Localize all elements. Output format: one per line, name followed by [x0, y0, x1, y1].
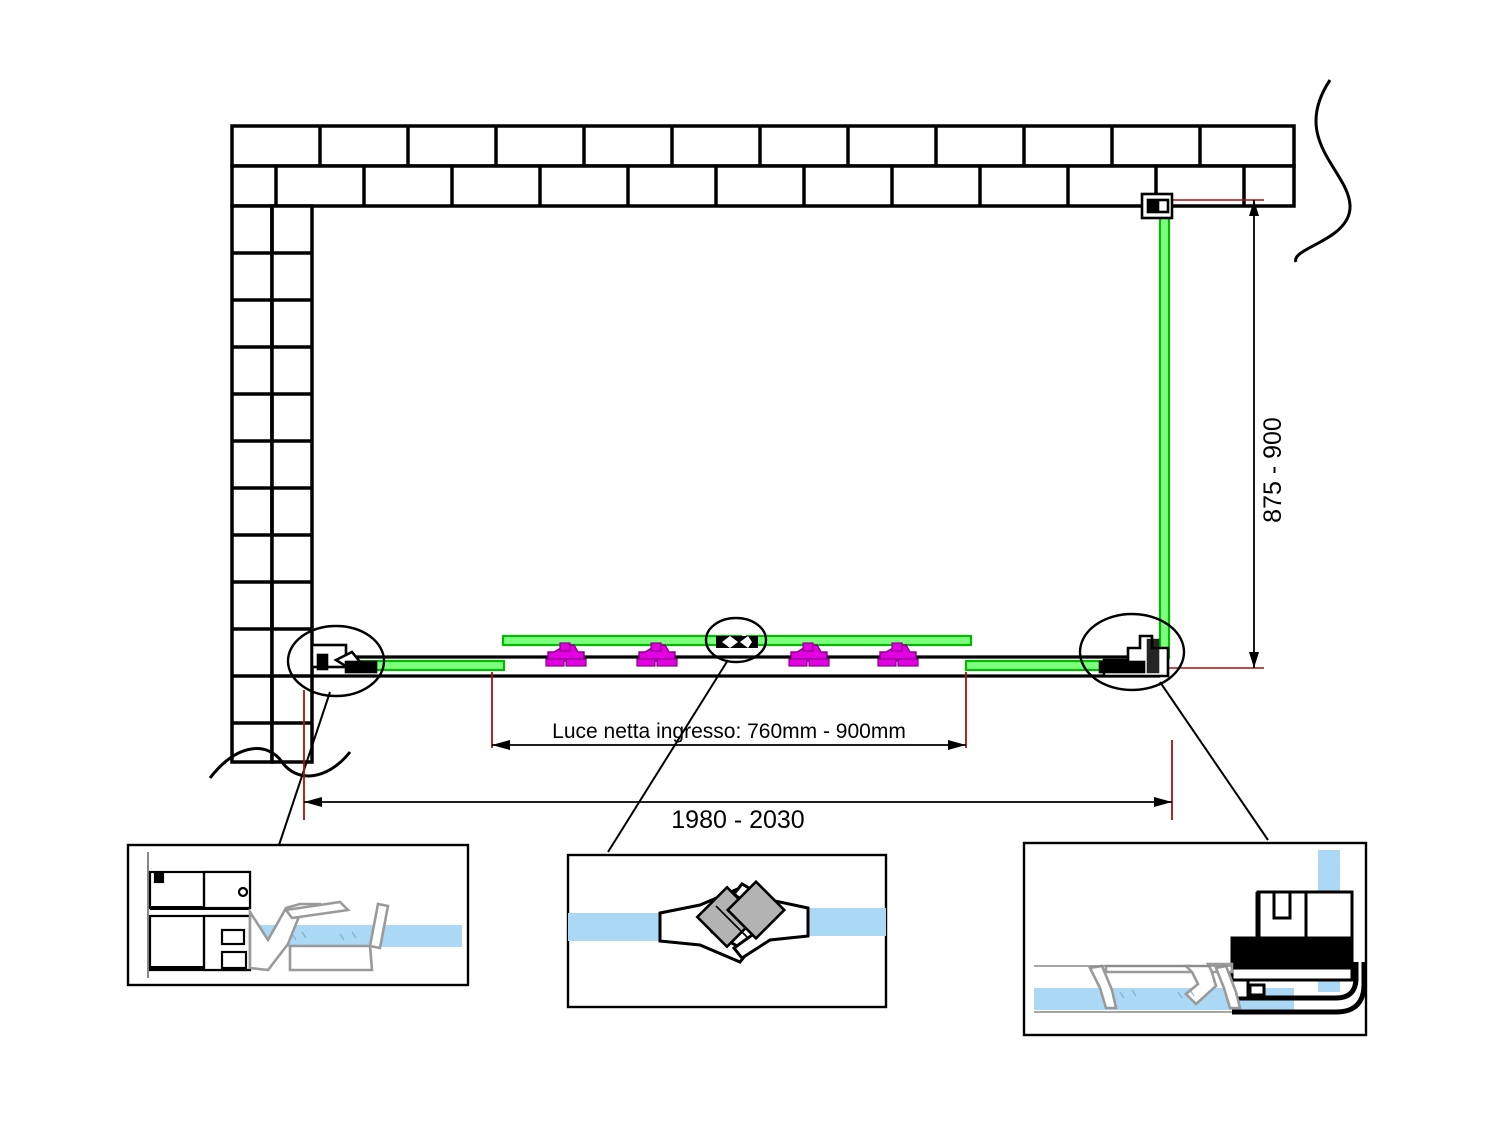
callout-ellipse-icon [1078, 612, 1186, 692]
sliding-track [312, 655, 1160, 678]
roller-clamp-icon [545, 642, 587, 667]
dimension-entry-clear-width-label: Luce netta ingresso: 760mm - 900mm [552, 720, 906, 743]
detail-magnetic-seal [566, 853, 888, 1009]
left-wall-channel-hardware [310, 643, 378, 674]
dimension-overall-width: 1980 - 2030 [303, 690, 1173, 834]
roller-clamp-icon [636, 642, 678, 667]
fixed-panel-left [354, 659, 506, 672]
roller-clamps [545, 642, 919, 667]
top-brick-wall [230, 124, 1296, 208]
dimension-overall-width-label: 1980 - 2030 [671, 806, 804, 834]
dimension-entry-clear-width: Luce netta ingresso: 760mm - 900mm [491, 672, 967, 750]
roller-clamp-icon [877, 642, 919, 667]
left-brick-wall [230, 204, 314, 764]
dimension-side-depth: 875 - 900 [1160, 199, 1287, 669]
callout-ellipse-icon [704, 616, 768, 664]
roller-clamp-icon [788, 642, 830, 667]
magnetic-seal-icon [716, 636, 758, 648]
right-corner-post-hardware [1098, 634, 1170, 678]
break-line-bottom-left [208, 747, 352, 779]
break-line-right [1294, 79, 1352, 263]
detail-corner-post [1022, 841, 1368, 1037]
callout-ellipse-icon [286, 624, 386, 698]
sliding-panel-right [745, 634, 973, 647]
top-fixing-bracket [1140, 192, 1174, 220]
fixed-glass-panels [354, 659, 1158, 672]
detail-left-wall-profile [126, 843, 470, 987]
dimension-side-depth-label: 875 - 900 [1259, 417, 1287, 523]
side-glass-panel [1158, 208, 1171, 660]
